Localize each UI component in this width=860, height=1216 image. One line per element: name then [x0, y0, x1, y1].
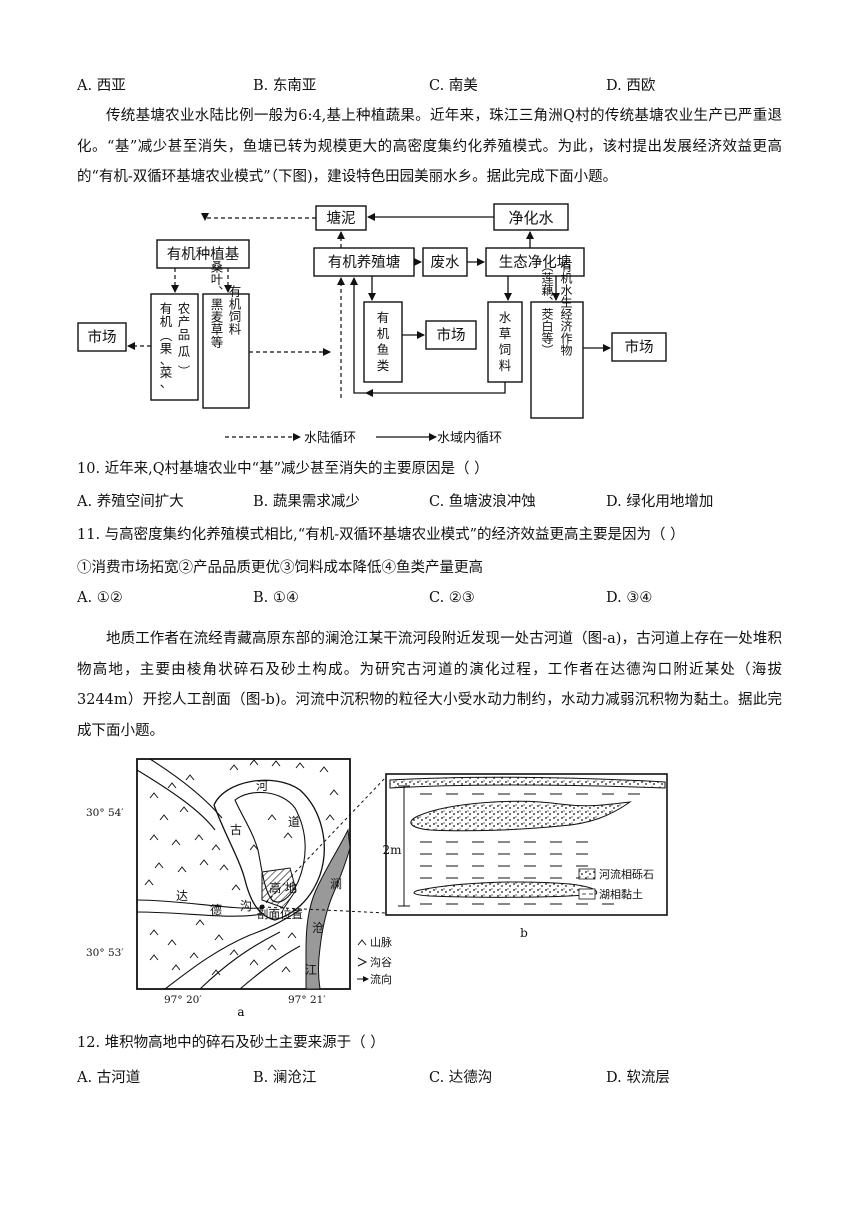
q11-items: ①消费市场拓宽②产品品质更优③饲料成本降低④鱼类产量更高	[77, 560, 483, 576]
q11-option-c[interactable]: C. ②③	[429, 590, 475, 606]
box-siliao	[202, 293, 250, 409]
map-lon-right: 97° 21′	[288, 994, 326, 1006]
label-yulei-3: 类	[377, 358, 390, 373]
q9-option-b[interactable]: B. 东南亚	[253, 78, 317, 94]
q11-option-b[interactable]: B. ①④	[253, 590, 299, 606]
label-nongchanpin-6: 果	[160, 341, 173, 356]
map-label-de: 德	[210, 902, 222, 917]
label-nongchanpin-0: 有	[160, 301, 173, 316]
label-nongchanpin-10: 瓜	[178, 344, 191, 359]
label-nongchanpin-5: ︵	[160, 328, 173, 343]
box-shichang-left	[77, 322, 127, 352]
map-legend-gougu: 沟谷	[370, 956, 392, 969]
ancient-channel-outer	[213, 779, 325, 921]
map-label-lan: 澜	[330, 877, 342, 891]
label-shuicao-3: 料	[499, 358, 512, 373]
map-label-da: 达	[176, 889, 188, 903]
q12-option-a[interactable]: A. 古河道	[77, 1070, 141, 1086]
label-jinghuashui: 净化水	[508, 209, 553, 227]
box-shengtai	[485, 247, 585, 277]
label-yulei-2: 鱼	[377, 342, 390, 357]
label-shichang-right: 市场	[625, 339, 654, 356]
q10-option-b[interactable]: B. 蔬果需求减少	[253, 494, 360, 510]
profile-scale-label: 2m	[382, 843, 402, 857]
label-shuisheng-title: 有机水生经济作物	[559, 260, 573, 356]
label-nongchanpin-8: 菜	[160, 365, 173, 380]
legend-dashed-label: 水陆循环	[304, 430, 356, 446]
map-legend-liuxiang: 流向	[370, 972, 392, 986]
map-label-gaodi: 高 地	[269, 880, 297, 895]
q10-option-d[interactable]: D. 绿化用地增加	[606, 494, 714, 510]
map-label-dao: 道	[288, 815, 300, 829]
jitang-cycle-diagram: 塘泥 净化水 有机种植基 有机养殖塘 废水 生态净化塘 市场 市场 市场 有 机…	[77, 203, 667, 446]
label-yulei-0: 有	[377, 310, 390, 325]
label-siliao-detail: 桑叶、黑麦草等	[209, 260, 224, 348]
q11-stem: 11. 与高密度集约化养殖模式相比,“有机-双循环基塘农业模式”的经济效益更高主…	[77, 527, 685, 543]
q9-option-a[interactable]: A. 西亚	[77, 78, 126, 94]
label-shichang-left: 市场	[88, 329, 117, 346]
label-nongchanpin-1: 机	[160, 314, 173, 329]
profile-legend-clay-swatch	[578, 888, 596, 900]
map-lat-bottom: 30° 53′	[86, 947, 124, 959]
label-shuicao-1: 草	[499, 326, 512, 341]
map-label-cang: 沧	[312, 920, 324, 935]
q12-option-d[interactable]: D. 软流层	[606, 1070, 670, 1086]
map-label-gu: 古	[230, 822, 242, 837]
label-nongchanpin-7: 、	[160, 352, 173, 367]
label-shuicao-0: 水	[499, 310, 512, 325]
label-shichang-mid: 市场	[437, 327, 466, 344]
label-shuisheng-detail: ︵莲藕、茭白等︶	[540, 260, 554, 356]
profile-legend-gravel-swatch	[578, 868, 596, 880]
label-nongchanpin-11: ︶	[178, 364, 191, 379]
profile-caption-b: b	[520, 926, 528, 940]
gravel-lens-lower	[413, 881, 598, 898]
label-nongchanpin-2: 农	[178, 301, 191, 316]
map-caption-a: a	[237, 1005, 244, 1019]
map-label-he: 河	[256, 779, 268, 793]
q12-option-b[interactable]: B. 澜沧江	[253, 1070, 317, 1086]
gravel-top-band	[389, 776, 666, 789]
passage-gu-hedao: 地质工作者在流经青藏高原东部的澜沧江某干流河段附近发现一处古河道（图-a)，古河…	[77, 631, 782, 739]
q12-stem: 12. 堆积物高地中的碎石及砂土主要来源于（ ）	[77, 1035, 385, 1051]
label-nongchanpin-9: 、	[160, 375, 173, 390]
q10-option-a[interactable]: A. 养殖空间扩大	[77, 494, 184, 510]
map-label-gou: 沟	[240, 899, 252, 913]
box-shichang-mid	[425, 320, 477, 350]
label-youji-zhongzhi: 有机种植基	[167, 246, 240, 263]
map-lat-top: 30° 54′	[86, 807, 124, 819]
box-shichang-right	[611, 332, 667, 362]
label-siliao-title: 有机饲料	[227, 285, 242, 335]
map-lon-left: 97° 20′	[164, 994, 202, 1006]
map-legend-shanmai: 山脉	[370, 935, 392, 949]
q9-option-d[interactable]: D. 西欧	[606, 78, 656, 94]
box-shuisheng	[530, 301, 584, 419]
label-shuicao-2: 饲	[499, 342, 512, 357]
label-tangni: 塘泥	[327, 210, 356, 227]
q12-option-c[interactable]: C. 达德沟	[429, 1070, 493, 1086]
q11-option-a[interactable]: A. ①②	[77, 590, 123, 606]
label-yulei-1: 机	[377, 326, 390, 341]
label-nongchanpin-4: 品	[178, 327, 191, 342]
profile-legend-clay: 湖相黏土	[599, 887, 643, 901]
q10-option-c[interactable]: C. 鱼塘波浪冲蚀	[429, 494, 536, 510]
label-nongchanpin-3: 产	[178, 314, 191, 329]
q11-option-d[interactable]: D. ③④	[606, 590, 653, 606]
map-label-poumian: 剖面位置	[257, 907, 303, 921]
label-youji-yangzhi: 有机养殖塘	[328, 254, 401, 271]
legend-solid-label: 水域内循环	[437, 430, 502, 446]
q9-option-c[interactable]: C. 南美	[429, 78, 478, 94]
q10-stem: 10. 近年来,Q村基塘农业中“基”减少甚至消失的主要原因是（ ）	[77, 461, 489, 477]
passage-jitang: 传统基塘农业水陆比例一般为6:4,基上种植蔬果。近年来，珠江三角洲Q村的传统基塘…	[77, 108, 782, 185]
box-youji-zhongzhi	[156, 239, 250, 269]
box-nongchanpin	[150, 293, 199, 401]
label-shengtai: 生态净化塘	[499, 254, 572, 271]
map-label-jiang: 江	[305, 963, 317, 977]
box-yulei	[363, 301, 403, 383]
lancang-river	[305, 828, 351, 990]
profile-legend-gravel: 河流相砾石	[599, 867, 654, 881]
gu-hedao-figure: 河 古 道 高 地 剖面位置 达 德 沟 澜 沧 江 30° 54′ 30° 5…	[86, 758, 668, 1019]
label-feishui: 废水	[431, 254, 460, 271]
gravel-lens-upper	[410, 800, 632, 832]
